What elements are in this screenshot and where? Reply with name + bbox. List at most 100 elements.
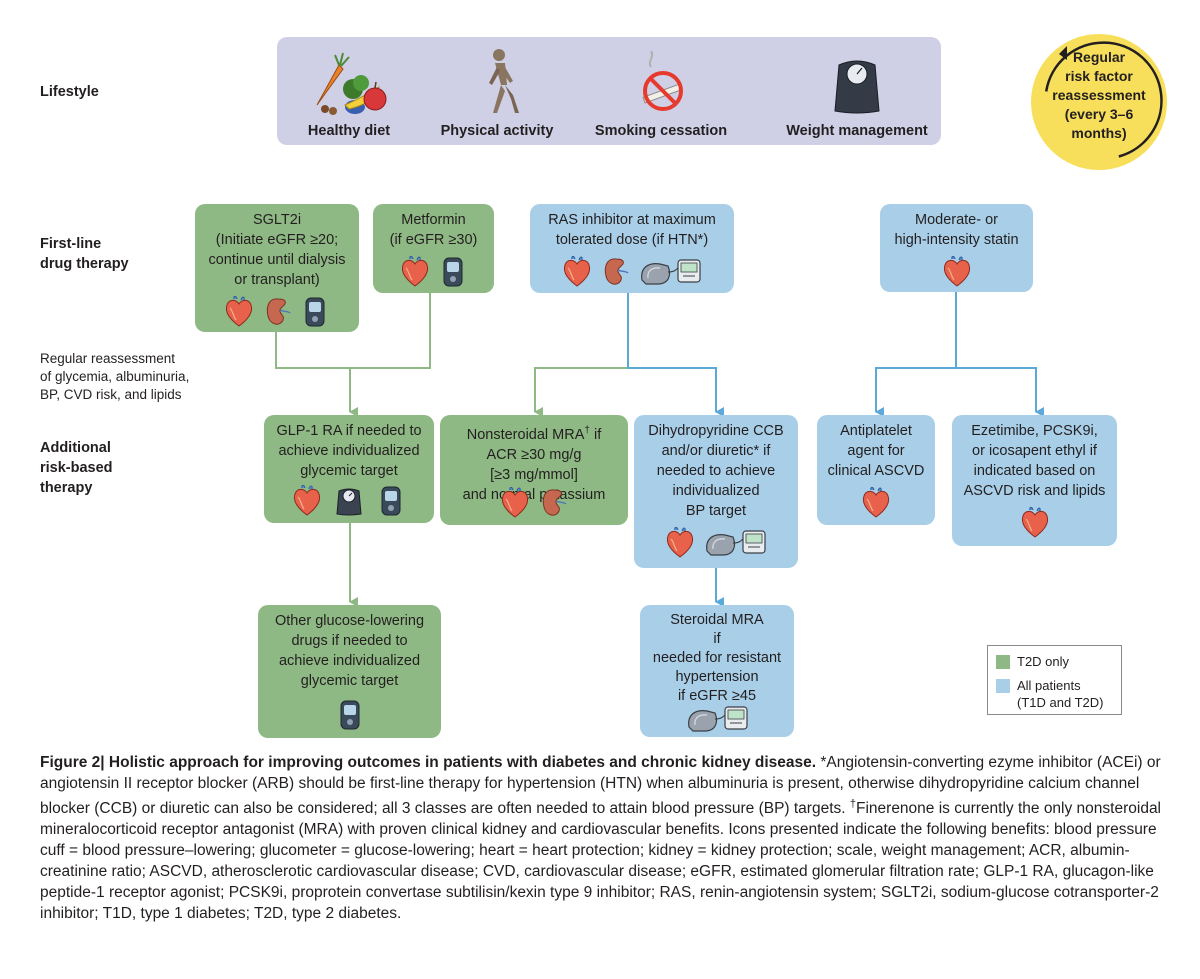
caption-body-2: Finerenone is currently the only nonster… xyxy=(40,800,1162,923)
legend-t2d-only-label: T2D only xyxy=(1017,654,1070,669)
kidney-icon xyxy=(262,296,292,328)
statin-to-antiplatelet-connector xyxy=(875,292,957,417)
walking-person-icon xyxy=(489,49,519,113)
heart-icon xyxy=(292,485,322,517)
metformin-text: Metformin (if eGFR ≥30) xyxy=(389,212,478,248)
sglt2i-to-glp1-connector xyxy=(275,332,358,417)
lifestyle-physical-activity: Physical activity xyxy=(422,37,572,145)
mra-dagger: † xyxy=(584,425,590,436)
ras-to-mra-connector xyxy=(534,367,628,417)
lifestyle-panel: Healthy diet Physical activity Smoking c… xyxy=(277,37,941,145)
heart-icon xyxy=(562,256,592,288)
steroidal-mra-box: Steroidal MRA if needed for resistant hy… xyxy=(640,605,794,737)
heart-icon xyxy=(665,527,695,559)
ras-inhibitor-text: RAS inhibitor at maximum tolerated dose … xyxy=(548,212,716,248)
healthy-diet-label: Healthy diet xyxy=(307,123,391,139)
reassessment-circle-text: Regular risk factor reassessment (every … xyxy=(1052,49,1146,141)
blood-pressure-cuff-icon xyxy=(703,527,767,559)
ccb-icons xyxy=(634,527,798,559)
caption-title: Figure 2| Holistic approach for improvin… xyxy=(40,754,817,771)
figure-caption: Figure 2| Holistic approach for improvin… xyxy=(40,752,1165,924)
glp1-icons xyxy=(264,485,434,517)
statin-icons xyxy=(880,256,1033,288)
first-line-row-label: First-line drug therapy xyxy=(40,234,129,274)
other-glucose-icons xyxy=(258,699,441,731)
statin-text: Moderate- or high-intensity statin xyxy=(894,212,1019,248)
antiplatelet-box: Antiplatelet agent for clinical ASCVD xyxy=(817,415,935,525)
sglt2i-box: SGLT2i (Initiate eGFR ≥20; continue unti… xyxy=(195,204,359,332)
legend-all-patients: All patients (T1D and T2D) xyxy=(996,677,1103,711)
blood-pressure-cuff-icon xyxy=(685,703,749,735)
ras-inhibitor-box: RAS inhibitor at maximum tolerated dose … xyxy=(530,204,734,293)
sglt2i-icons xyxy=(195,296,359,328)
glp1-ra-box: GLP-1 RA if needed to achieve individual… xyxy=(264,415,434,523)
reassessment-line2: of glycemia, albuminuria, xyxy=(40,369,190,384)
lifestyle-healthy-diet: Healthy diet xyxy=(274,37,424,145)
glucometer-icon xyxy=(376,485,406,517)
steroidal-mra-text: Steroidal MRA if needed for resistant hy… xyxy=(652,612,782,704)
legend-all-patients-line2: (T1D and T2D) xyxy=(1017,695,1104,710)
legend-all-patients-label: All patients (T1D and T2D) xyxy=(1017,677,1103,711)
heart-icon xyxy=(500,487,530,519)
heart-icon xyxy=(942,256,972,288)
weight-management-label: Weight management xyxy=(786,123,928,139)
steroidal-mra-icons xyxy=(640,703,794,735)
additional-label-line3: therapy xyxy=(40,480,93,496)
heart-icon xyxy=(861,487,891,519)
ezetimibe-box: Ezetimibe, PCSK9i, or icosapent ethyl if… xyxy=(952,415,1117,546)
heart-icon xyxy=(224,296,254,328)
ras-to-ccb-connector xyxy=(627,293,724,417)
metformin-icons xyxy=(373,256,494,288)
lifestyle-row-label: Lifestyle xyxy=(40,84,99,100)
other-glucose-lowering-text: Other glucose-lowering drugs if needed t… xyxy=(274,613,425,689)
statin-to-ezetimibe-connector xyxy=(956,367,1044,417)
statin-box: Moderate- or high-intensity statin xyxy=(880,204,1033,292)
glucometer-icon xyxy=(300,296,330,328)
scale-icon xyxy=(834,60,880,114)
caption-dagger: † xyxy=(849,798,856,810)
glucometer-icon xyxy=(335,699,365,731)
nonsteroidal-mra-box: Nonsteroidal MRA† if ACR ≥30 mg/g [≥3 mg… xyxy=(440,415,628,525)
cycle-arrow-icon xyxy=(1044,41,1163,158)
kidney-icon xyxy=(600,256,630,288)
smoking-cessation-label: Smoking cessation xyxy=(594,123,728,139)
lifestyle-smoking-cessation: Smoking cessation xyxy=(586,37,736,145)
mra-if: if xyxy=(589,426,602,443)
first-line-label-line2: drug therapy xyxy=(40,256,129,272)
kidney-icon xyxy=(538,487,568,519)
sglt2i-text: SGLT2i (Initiate eGFR ≥20; continue unti… xyxy=(208,212,346,288)
ccb-box: Dihydropyridine CCB and/or diuretic* if … xyxy=(634,415,798,568)
lifestyle-weight-management: Weight management xyxy=(769,37,945,145)
reassessment-note: Regular reassessment of glycemia, albumi… xyxy=(40,350,189,404)
antiplatelet-icons xyxy=(817,487,935,519)
reassessment-line1: Regular reassessment xyxy=(40,351,176,366)
ras-icons xyxy=(530,256,734,288)
legend: T2D only All patients (T1D and T2D) xyxy=(987,645,1122,715)
metformin-to-glp1-connector xyxy=(350,293,431,369)
mra-name: Nonsteroidal MRA xyxy=(466,426,585,443)
additional-label-line1: Additional xyxy=(40,440,111,456)
nonsteroidal-mra-line1: Nonsteroidal MRA† if xyxy=(446,421,622,445)
physical-activity-label: Physical activity xyxy=(440,123,554,139)
heart-icon xyxy=(400,256,430,288)
first-line-label-line1: First-line xyxy=(40,236,102,252)
legend-all-patients-line1: All patients xyxy=(1017,678,1081,693)
no-smoking-icon xyxy=(642,50,683,111)
glucometer-icon xyxy=(438,256,468,288)
scale-icon xyxy=(334,485,364,517)
antiplatelet-text: Antiplatelet agent for clinical ASCVD xyxy=(827,423,925,479)
legend-blue-swatch xyxy=(996,679,1010,693)
healthy-diet-icon xyxy=(316,52,387,115)
additional-label-line2: risk-based xyxy=(40,460,113,476)
caption-body-1: *Angiotensin-converting ezyme inhibitor … xyxy=(40,754,1161,818)
ezetimibe-text: Ezetimibe, PCSK9i, or icosapent ethyl if… xyxy=(963,423,1106,499)
legend-green-swatch xyxy=(996,655,1010,669)
legend-t2d-only: T2D only xyxy=(996,653,1069,670)
reassessment-circle: Regular risk factor reassessment (every … xyxy=(1031,34,1167,170)
blood-pressure-cuff-icon xyxy=(638,256,702,288)
glp1-ra-text: GLP-1 RA if needed to achieve individual… xyxy=(276,423,422,479)
metformin-box: Metformin (if eGFR ≥30) xyxy=(373,204,494,293)
mra-icons xyxy=(440,487,628,519)
ezetimibe-icons xyxy=(952,507,1117,539)
